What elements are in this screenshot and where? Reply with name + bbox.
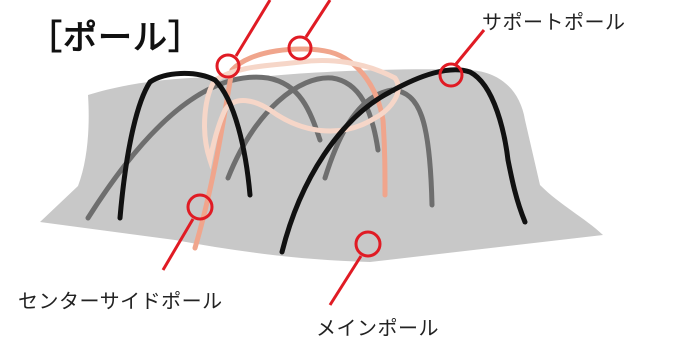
- callout-circle-top-left: [215, 53, 241, 79]
- leader-line-top-middle: [304, 0, 332, 38]
- callout-circle-top-middle: [287, 35, 313, 61]
- main-pole-label: メインポール: [316, 316, 439, 340]
- callout-circle-support: [438, 62, 464, 88]
- leader-line-main: [328, 255, 363, 306]
- main-pole-left: [117, 70, 253, 221]
- leader-line-support: [454, 29, 486, 65]
- leader-line-top-left: [234, 0, 272, 57]
- callout-circle-main: [354, 230, 382, 258]
- page-title: ［ポール］: [28, 18, 203, 58]
- side-pole-middle: [225, 75, 381, 181]
- tent-body: [40, 69, 603, 262]
- side-pole-left: [85, 74, 323, 221]
- support-pole-label: サポートポール: [482, 10, 626, 34]
- leader-line-center-side: [161, 218, 195, 271]
- center-side-pole-label: センターサイドポール: [18, 289, 223, 313]
- callout-circle-center-side: [186, 193, 214, 221]
